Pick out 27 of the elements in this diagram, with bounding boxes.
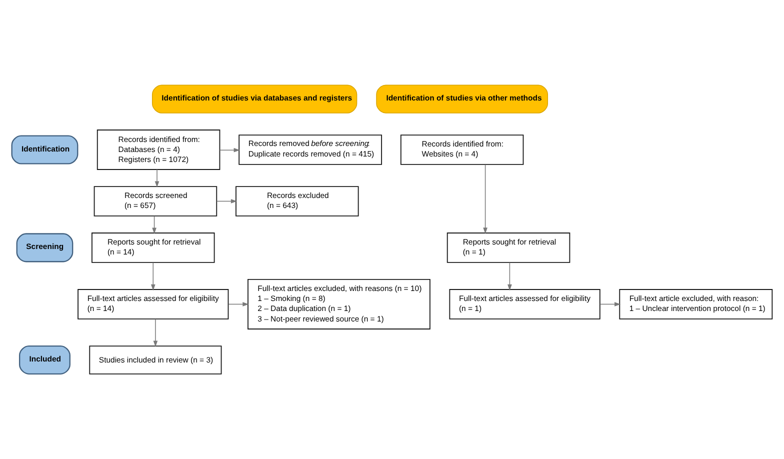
node-box: Included	[19, 345, 70, 374]
arrow	[152, 216, 156, 234]
arrow	[153, 318, 158, 347]
node-box: Full-text article excluded, with reason: 1 – Unclear intervention protocol (n = 1)	[619, 289, 773, 320]
arrow	[154, 169, 160, 188]
arrow	[508, 262, 512, 291]
arrow	[219, 148, 240, 152]
arrow	[483, 164, 488, 234]
node-box: Reports sought for retrieval (n = 14)	[92, 232, 215, 263]
arrow	[228, 302, 249, 306]
node-box: Identification of studies via other methods	[376, 84, 548, 114]
node-box: Records excluded (n = 643)	[236, 186, 359, 216]
node-box: Screening	[16, 233, 74, 262]
node-box: Records identified from: Databases (n = 4) Registers (n = 1072)	[96, 130, 220, 170]
node-box: Identification	[11, 135, 78, 164]
node-box: Studies included in review (n = 3)	[89, 346, 222, 374]
node-box: Reports sought for retrieval (n = 1)	[446, 232, 570, 263]
node-box: Records removed before screening: Duplicate records removed (n = 415)	[238, 134, 382, 165]
arrow	[600, 302, 621, 306]
node-box: Identification of studies via databases and registers	[152, 84, 358, 114]
arrow	[150, 262, 156, 291]
node-box: Full-text articles assessed for eligibility (n = 14)	[78, 289, 229, 320]
node-box: Records screened (n = 657)	[94, 186, 218, 216]
arrow	[216, 199, 238, 204]
node-box: Full-text articles assessed for eligibility (n = 1)	[449, 289, 600, 320]
node-box: Full-text articles excluded, with reasons (n = 10) 1 – Smoking (n = 8) 2 – Data duplication (n = 1) 3 – Not-peer reviewed source (n = 1)	[248, 278, 430, 330]
node-box: Records identified from: Websites (n = 4)	[400, 134, 524, 165]
